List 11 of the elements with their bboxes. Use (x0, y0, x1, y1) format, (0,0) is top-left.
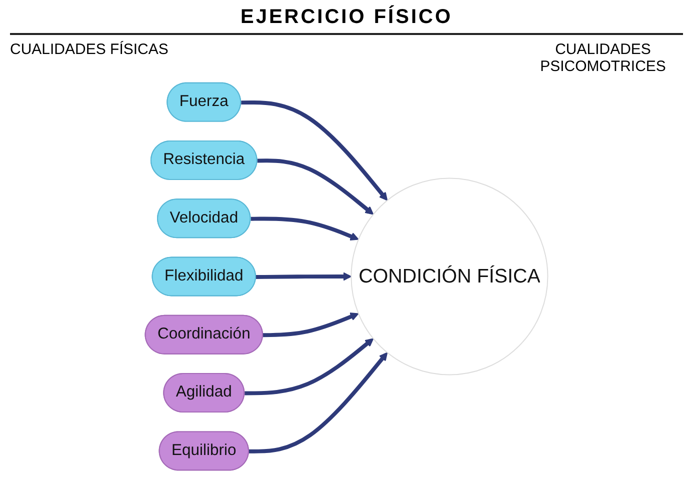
column-heading: CUALIDADES PSICOMOTRICES (539, 41, 667, 75)
diagram-title: EJERCICIO FÍSICO (240, 6, 453, 29)
arrow (250, 216, 359, 240)
arrow (263, 312, 359, 338)
arrow (248, 352, 388, 454)
arrow (241, 100, 388, 201)
column-heading: CUALIDADES FÍSICAS (10, 41, 168, 60)
node-circle: CONDICIÓN FÍSICA (350, 178, 548, 376)
arrow (257, 158, 374, 215)
arrow (244, 338, 374, 396)
arrow (256, 272, 352, 281)
